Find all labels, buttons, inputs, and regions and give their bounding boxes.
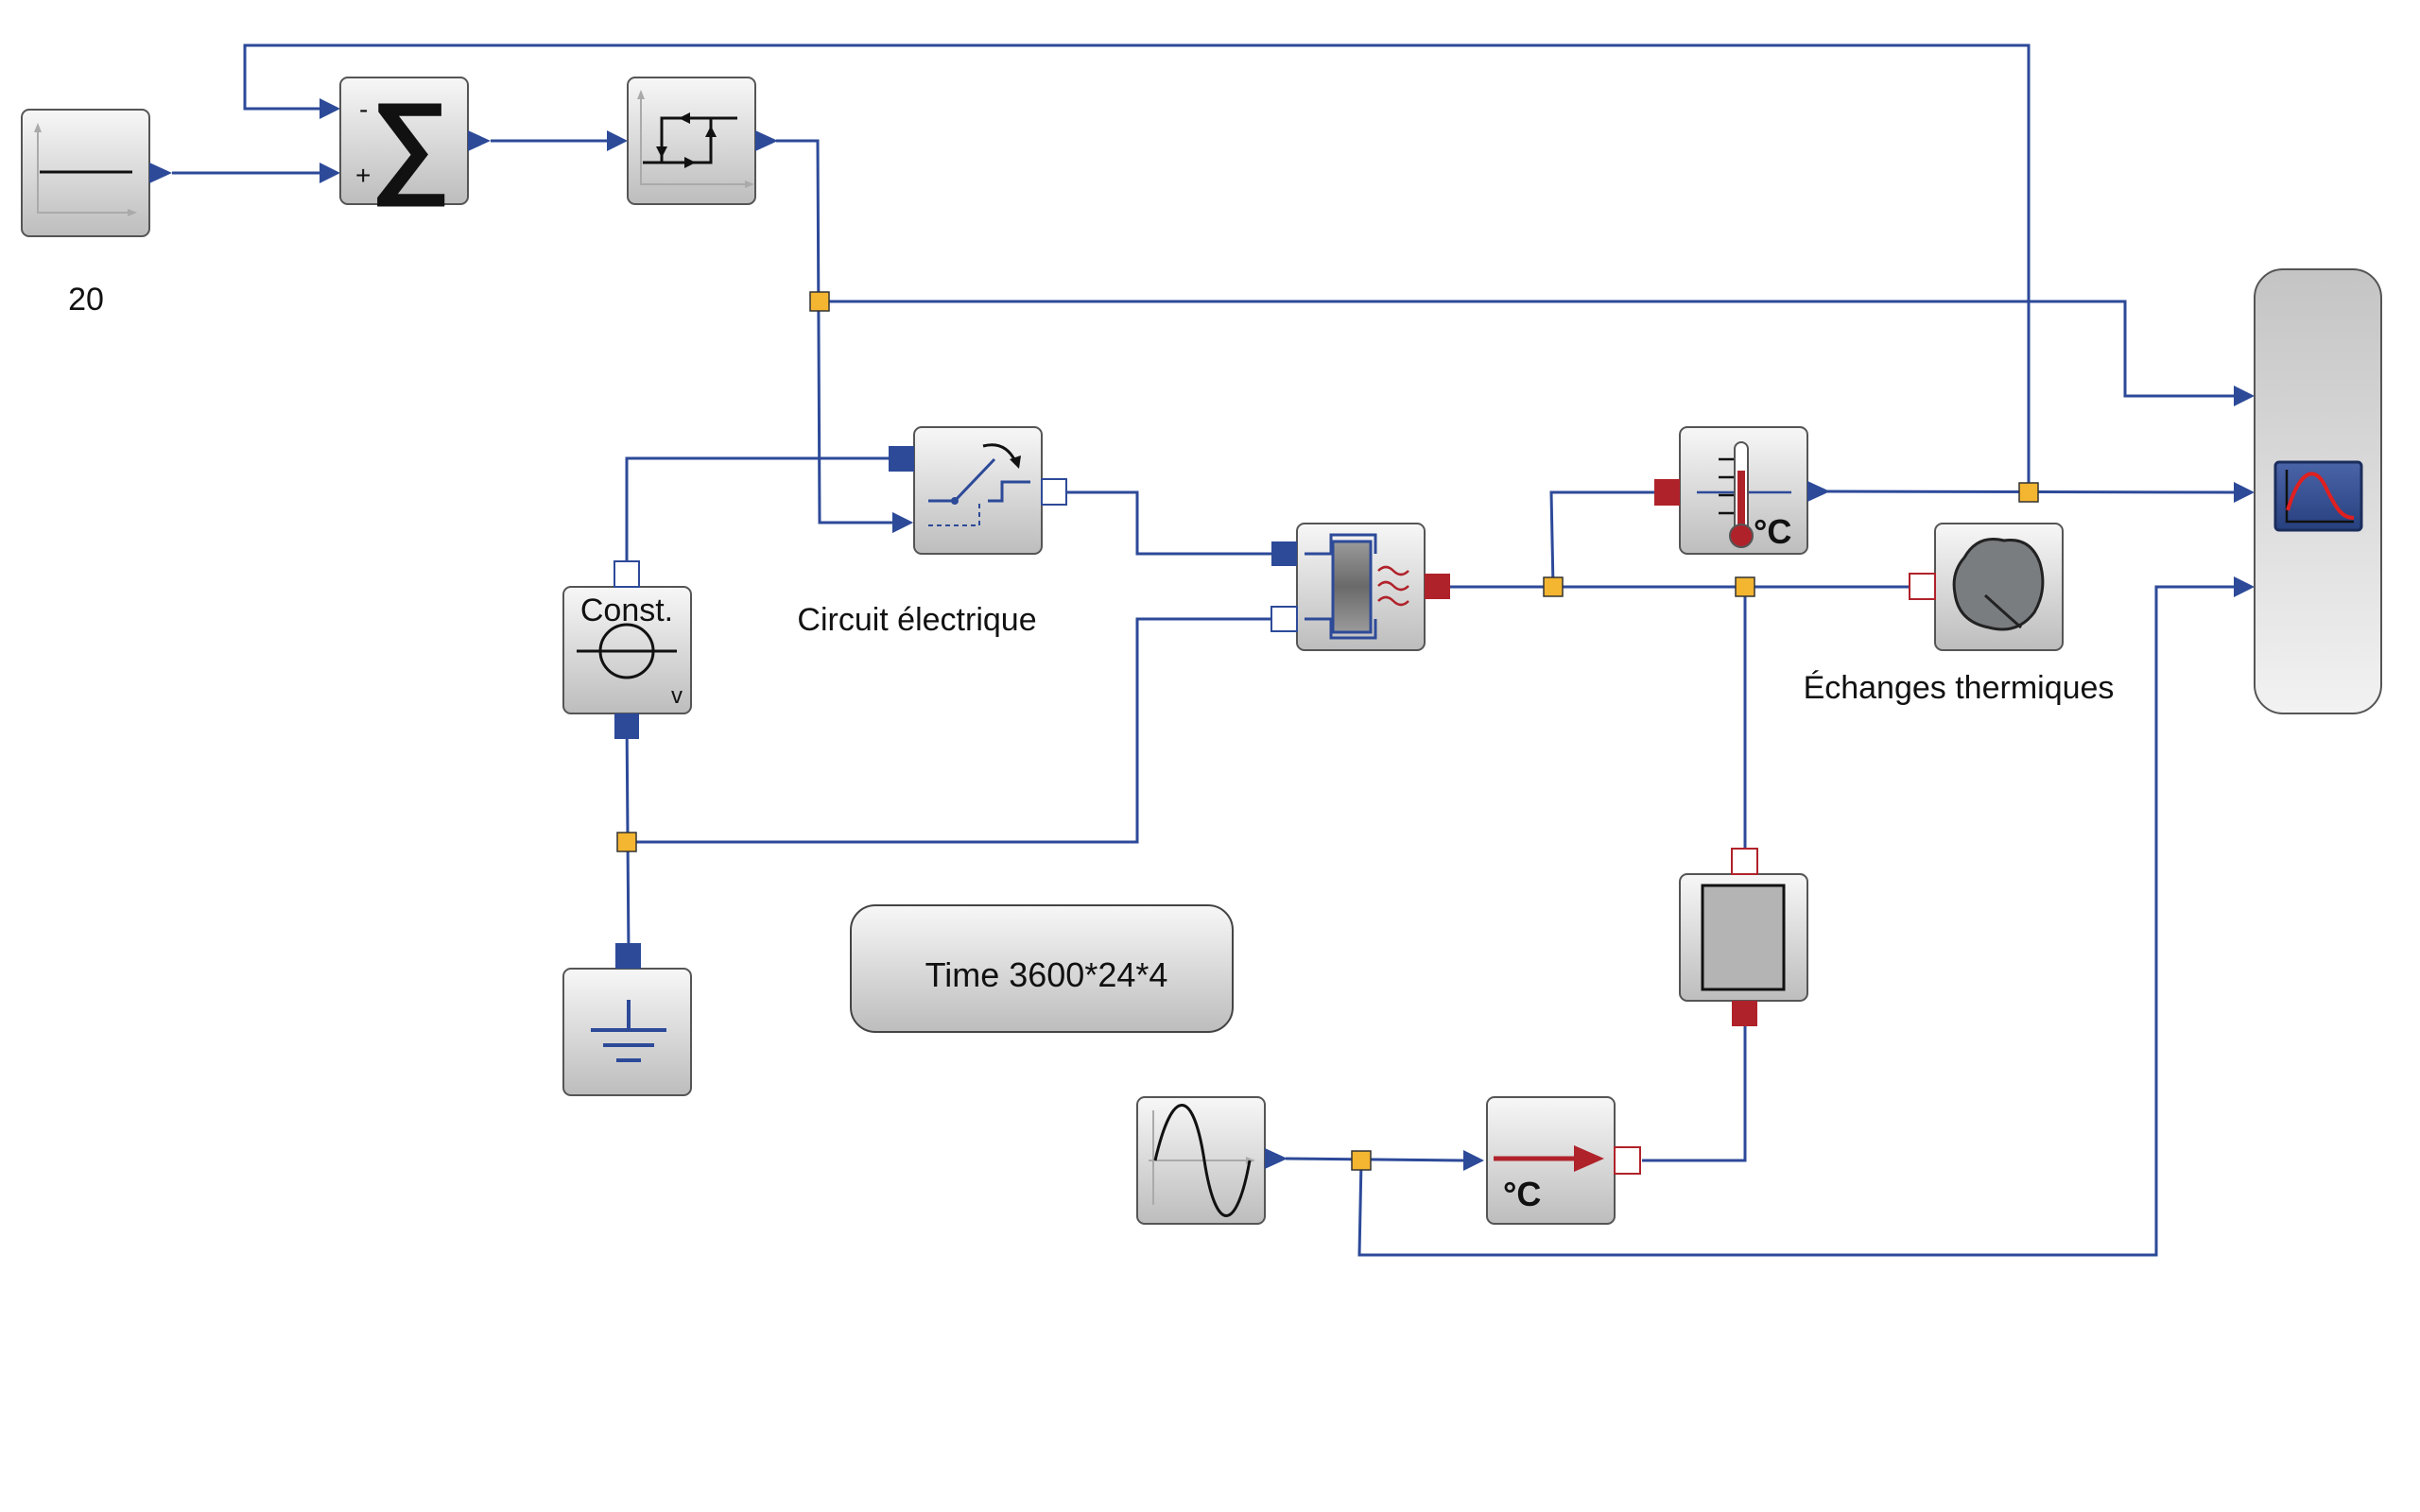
source-unit-label: v (671, 683, 683, 709)
step-icon (34, 123, 137, 216)
hysteresis-block[interactable] (627, 77, 778, 205)
wires (172, 43, 2235, 1257)
stone-icon (1952, 538, 2045, 631)
hysteresis-icon (637, 90, 754, 188)
sensor-unit-label: °C (1754, 512, 1791, 551)
output-port[interactable] (1807, 481, 1830, 502)
link-temp-source-to-convection (1642, 1026, 1747, 1162)
electric-port[interactable] (889, 446, 914, 472)
step-value-label: 20 (68, 282, 104, 318)
thermal-conductor-block[interactable] (1679, 848, 1808, 1026)
switch-block[interactable] (889, 426, 1067, 555)
link-sine-to-scope[interactable] (1357, 585, 2234, 1257)
thermal-exchanges-label: Échanges thermiques (1804, 670, 2115, 706)
temperature-source-block[interactable]: °C (1486, 1096, 1641, 1225)
conductor-icon (1701, 884, 1786, 991)
link-command-to-scope[interactable] (820, 300, 2234, 398)
electric-port[interactable] (1271, 541, 1297, 566)
simulation-time-label: Time 3600*24*4 (925, 955, 1168, 994)
source-unit-label: °C (1503, 1175, 1541, 1213)
split-point (2018, 482, 2039, 503)
red-arrow-icon (1494, 1145, 1604, 1172)
output-port[interactable] (149, 163, 172, 183)
link-switch-to-resistor (1066, 490, 1276, 556)
output-port[interactable] (1265, 1148, 1288, 1169)
link-switch-supply (625, 456, 892, 570)
electric-port[interactable] (614, 713, 639, 739)
sine-generator-block[interactable] (1136, 1096, 1288, 1225)
link-thermal-to-sensor (1549, 490, 1654, 588)
output-port[interactable] (468, 130, 491, 151)
electric-port[interactable] (1041, 478, 1067, 506)
scope-block[interactable] (2254, 268, 2382, 714)
ground-block[interactable] (562, 943, 692, 1096)
electric-port[interactable] (615, 943, 641, 969)
switch-icon (928, 443, 1030, 526)
link-sine-to-temp-source[interactable] (1285, 1157, 1464, 1162)
heating-resistor-icon (1305, 533, 1409, 640)
constant-source-block[interactable]: Const. v (562, 560, 692, 739)
heating-resistor-block[interactable] (1270, 523, 1450, 651)
thermal-port[interactable] (1909, 573, 1936, 600)
sigma-icon: ∑ (370, 79, 451, 207)
split-point (616, 832, 637, 852)
electric-circuit-label: Circuit électrique (797, 602, 1036, 638)
thermal-port[interactable] (1614, 1146, 1641, 1175)
input-port[interactable] (892, 512, 913, 533)
current-source-icon (577, 623, 677, 679)
electric-port[interactable] (614, 560, 640, 588)
split-points (616, 291, 2039, 1171)
temperature-sensor-block[interactable]: °C (1654, 426, 1830, 555)
scope-icon (2273, 460, 2363, 532)
summation-block[interactable]: - + ∑ (339, 77, 491, 207)
split-point (809, 291, 830, 312)
thermal-port[interactable] (1425, 574, 1450, 599)
simulation-time-box[interactable]: Time 3600*24*4 (850, 904, 1234, 1033)
step-block[interactable] (21, 109, 172, 237)
split-point (1543, 576, 1564, 597)
split-point (1735, 576, 1755, 597)
thermal-port[interactable] (1732, 1001, 1757, 1026)
sum-plus-sign: + (355, 161, 371, 190)
link-ground-return (629, 617, 1276, 844)
const-label: Const. (580, 593, 673, 628)
electric-port[interactable] (1270, 606, 1298, 632)
thermal-port[interactable] (1731, 848, 1758, 875)
sine-wave-icon (1149, 1104, 1255, 1217)
ground-icon (591, 1000, 666, 1062)
heat-capacitor-block[interactable] (1909, 523, 2064, 651)
split-point (1351, 1150, 1372, 1171)
link-hysteresis-out[interactable] (776, 139, 892, 524)
thermal-port[interactable] (1654, 479, 1680, 506)
output-port[interactable] (755, 130, 778, 151)
link-feedback-to-sum[interactable] (243, 43, 2031, 493)
thermometer-icon (1697, 441, 1791, 548)
sum-minus-sign: - (359, 94, 368, 124)
